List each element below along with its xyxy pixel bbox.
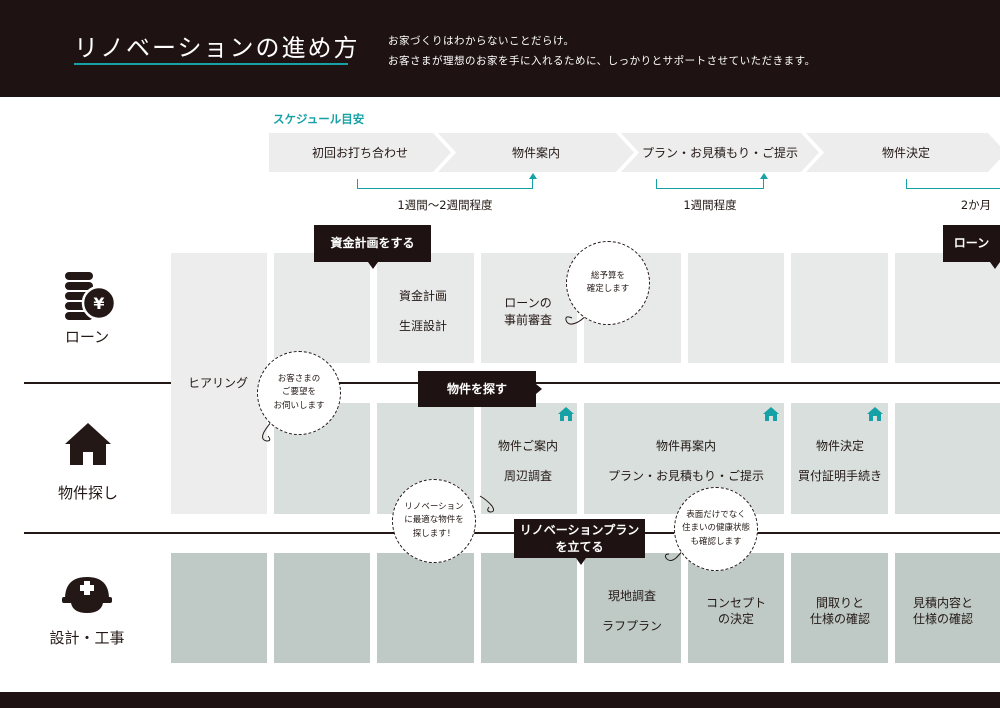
loan-cell — [895, 253, 1000, 363]
house-icon — [867, 407, 883, 421]
row-divider — [24, 532, 1000, 534]
cell-layout-1: 間取りと — [815, 596, 865, 610]
design-cell — [895, 553, 1000, 663]
design-cell — [171, 553, 267, 663]
hearing-label: ヒアリング — [187, 376, 249, 390]
property-cell — [481, 403, 577, 514]
bubble-find-property: リノベーション に最適な物件を 探します！ — [392, 479, 476, 563]
cell-funding-plan: 資金計画 — [398, 289, 448, 303]
cell-loan-review-2: 事前審査 — [503, 313, 553, 327]
row-label-property: 物件探し — [57, 484, 119, 502]
phase-property-guide: 物件案内 — [438, 133, 634, 172]
arrow-up-icon — [529, 173, 537, 179]
page-title: リノベーションの進め方 — [74, 34, 360, 62]
tag-property: 物件を探す — [418, 371, 542, 407]
footer-band — [0, 692, 1000, 708]
cell-layout-2: 仕様の確認 — [809, 612, 871, 626]
property-cell — [895, 403, 1000, 514]
intro-line-1: お家づくりはわからないことだらけ。 — [388, 35, 575, 47]
cell-property-reguide: 物件再案内 — [655, 439, 717, 453]
tag-label-line1: リノベーションプラン — [519, 523, 640, 538]
duration-bracket-3 — [906, 179, 1000, 189]
cell-concept-2: の決定 — [717, 612, 755, 626]
cell-estimate-2: 仕様の確認 — [912, 612, 974, 626]
bubble-request: お客さまの ご要望を お伺いします — [257, 351, 341, 435]
bubble-budget: 総予算を 確定します — [566, 241, 650, 325]
cell-plan-estimate: プラン・お見積もり・ご提示 — [607, 469, 765, 483]
cell-rough-plan: ラフプラン — [601, 619, 663, 633]
phase-property-decision: 物件決定 — [806, 133, 1000, 172]
row-label-loan: ローン — [64, 328, 110, 346]
hearing-cell — [171, 253, 267, 514]
tag-renovation-plan: リノベーションプラン を立てる — [514, 519, 645, 565]
phase-label: 物件案内 — [511, 146, 560, 160]
duration-label-2: 1週間程度 — [683, 198, 737, 212]
pointer-icon — [368, 262, 378, 269]
pointer-icon — [576, 558, 586, 565]
cell-purchase-cert: 買付証明手続き — [797, 469, 883, 483]
hard-hat-icon — [62, 577, 112, 613]
design-cell — [791, 553, 888, 663]
property-cell — [791, 403, 888, 514]
phase-first-meeting: 初回お打ち合わせ — [269, 133, 451, 172]
loan-cell — [274, 253, 370, 363]
house-row-icon — [65, 423, 111, 465]
loan-cell — [377, 253, 474, 363]
tag-label: ローン — [953, 236, 990, 251]
svg-text:¥: ¥ — [93, 294, 104, 313]
cell-property-decision: 物件決定 — [815, 439, 865, 453]
design-cell — [481, 553, 577, 663]
design-cell — [274, 553, 370, 663]
intro-line-2: お客さまが理想のお家を手に入れるために、しっかりとサポートさせていただきます。 — [388, 55, 816, 67]
house-icon — [763, 407, 779, 421]
cell-life-plan: 生涯設計 — [398, 319, 448, 333]
cell-area-survey: 周辺調査 — [503, 469, 553, 483]
duration-label-3: 2か月 — [960, 198, 992, 212]
schedule-label: スケジュール目安 — [273, 112, 365, 126]
pointer-icon — [990, 262, 1000, 269]
tag-label-line2: を立てる — [555, 539, 604, 554]
house-icon — [558, 407, 574, 421]
design-cell — [584, 553, 681, 663]
pointer-icon — [536, 384, 542, 394]
design-cell — [377, 553, 474, 663]
duration-label-1: 1週間〜2週間程度 — [397, 198, 493, 212]
tag-label: 資金計画をする — [330, 236, 415, 251]
title-underline — [74, 63, 348, 65]
duration-bracket-2 — [656, 173, 768, 189]
tag-label-group: リノベーションプラン を立てる — [520, 522, 639, 554]
loan-cell — [791, 253, 888, 363]
cell-estimate-1: 見積内容と — [912, 596, 974, 610]
tag-funding: 資金計画をする — [314, 225, 431, 269]
phase-plan-estimate: プラン・お見積もり・ご提示 — [621, 133, 819, 172]
cell-loan-review-1: ローンの — [504, 296, 552, 310]
cell-concept-1: コンセプト — [705, 596, 767, 610]
loan-cell — [481, 253, 577, 363]
phase-label: 初回お打ち合わせ — [311, 146, 408, 160]
phase-label: プラン・お見積もり・ご提示 — [641, 146, 798, 160]
design-cell — [688, 553, 784, 663]
cell-property-guide: 物件ご案内 — [497, 439, 559, 453]
property-cell — [584, 403, 784, 514]
phase-label: 物件決定 — [881, 146, 930, 160]
header-band: リノベーションの進め方 お家づくりはわからないことだらけ。 お客さまが理想のお家… — [0, 0, 1000, 97]
cell-site-survey: 現地調査 — [607, 589, 657, 603]
bubble-health-check: 表面だけでなく 住まいの健康状態 も確認します — [674, 487, 758, 571]
tag-label: 物件を探す — [446, 381, 507, 396]
coins-yen-icon: ¥ — [65, 272, 117, 320]
tag-loan: ローン — [943, 225, 1000, 269]
duration-bracket-1 — [357, 173, 537, 189]
arrow-up-icon — [760, 173, 768, 179]
loan-cell — [688, 253, 784, 363]
row-label-design: 設計・工事 — [49, 629, 125, 647]
